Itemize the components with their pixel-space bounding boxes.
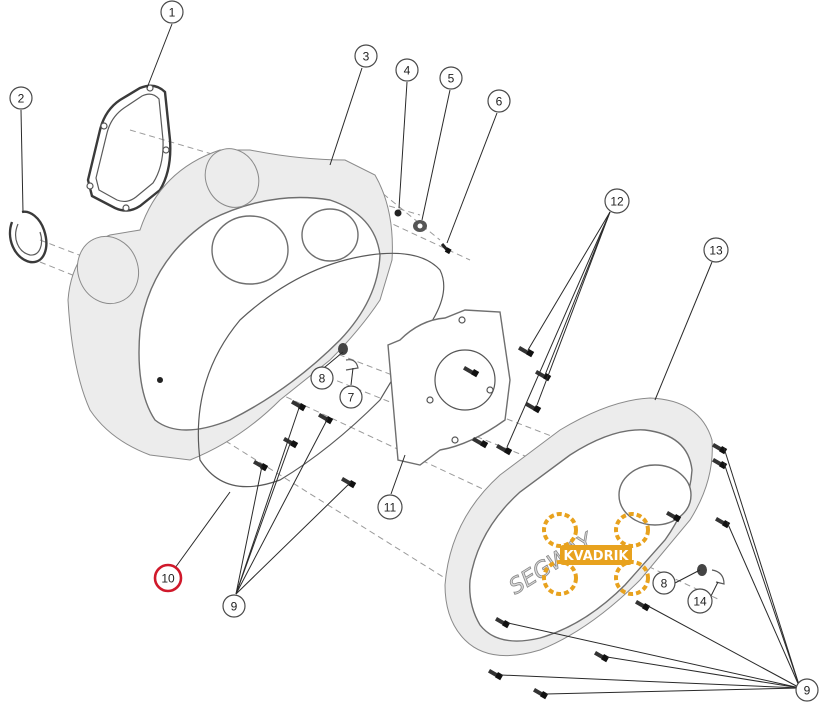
watermark-logo: KVADRIK <box>542 512 650 596</box>
callouts: 1 2 3 4 5 6 12 13 <box>9 0 819 702</box>
svg-text:7: 7 <box>348 391 355 405</box>
adapter-plate-part <box>387 309 511 466</box>
svg-text:12: 12 <box>610 195 624 209</box>
callout-6: 6 <box>487 89 511 113</box>
svg-text:5: 5 <box>448 72 455 86</box>
svg-text:9: 9 <box>804 684 811 698</box>
upper-gasket-part <box>86 84 172 212</box>
svg-text:8: 8 <box>661 577 668 591</box>
callout-2: 2 <box>9 86 33 110</box>
callout-1: 1 <box>160 0 184 24</box>
svg-text:3: 3 <box>363 50 370 64</box>
cover-seal-part <box>197 252 445 488</box>
callout-14: 14 <box>687 588 713 614</box>
callout-12: 12 <box>604 188 630 214</box>
callout-8-right: 8 <box>652 571 676 595</box>
svg-text:9: 9 <box>231 600 238 614</box>
small-parts <box>338 209 725 585</box>
callout-5: 5 <box>439 66 463 90</box>
callout-8-left: 8 <box>310 366 334 390</box>
watermark-text: KVADRIK <box>563 549 629 564</box>
svg-text:2: 2 <box>18 92 25 106</box>
svg-text:6: 6 <box>496 95 503 109</box>
callout-9-right: 9 <box>795 678 819 702</box>
bolts <box>253 345 731 700</box>
svg-text:14: 14 <box>693 595 707 609</box>
snap-ring-part <box>8 210 48 264</box>
svg-text:8: 8 <box>319 372 326 386</box>
svg-text:1: 1 <box>169 6 176 20</box>
callout-7: 7 <box>339 385 363 409</box>
svg-text:11: 11 <box>384 501 397 515</box>
leader-lines <box>20 23 801 695</box>
callout-13: 13 <box>703 237 729 263</box>
outer-cover-part: SEGWAY <box>444 397 713 657</box>
callout-10-highlighted: 10 <box>153 563 183 593</box>
callout-9-left: 9 <box>222 594 246 618</box>
svg-text:10: 10 <box>161 572 175 586</box>
svg-text:13: 13 <box>709 244 723 258</box>
callout-11: 11 <box>377 494 403 520</box>
callout-4: 4 <box>395 58 419 82</box>
svg-text:4: 4 <box>404 64 411 78</box>
callout-3: 3 <box>354 44 378 68</box>
inner-housing-part <box>67 148 393 461</box>
